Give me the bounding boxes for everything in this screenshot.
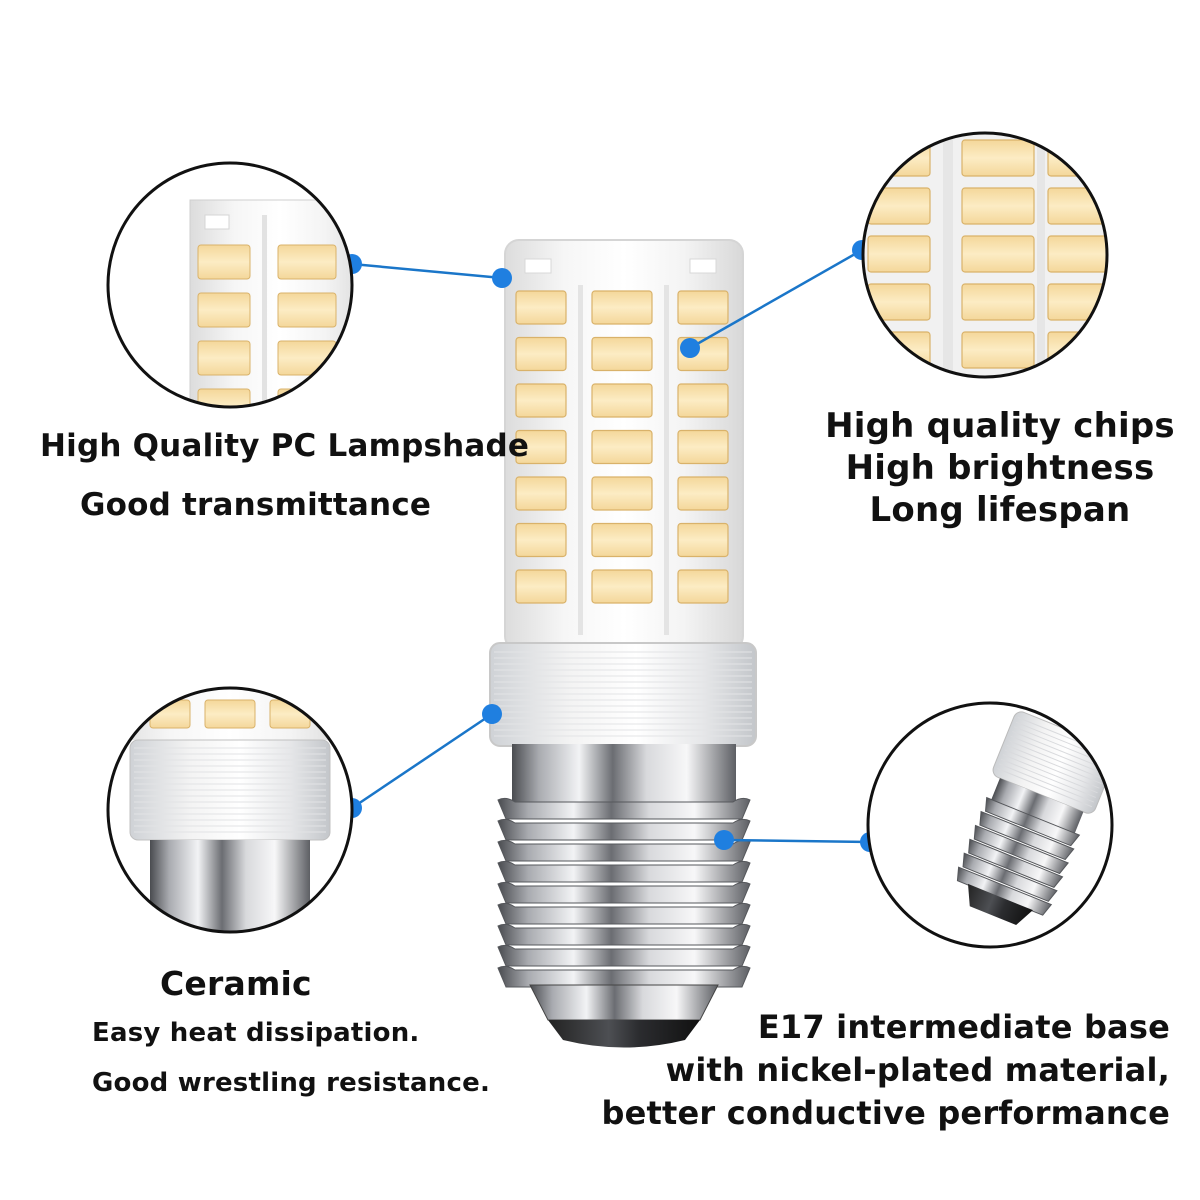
- chips-caption: High quality chips High brightness Long …: [820, 405, 1180, 531]
- led-chip: [515, 569, 567, 604]
- led-chip: [591, 476, 653, 511]
- led-chip: [515, 290, 567, 325]
- lampshade-title: High Quality PC Lampshade: [40, 428, 530, 464]
- chips-line-3: Long lifespan: [869, 490, 1131, 530]
- led-chip: [515, 429, 567, 465]
- ceramic-title: Ceramic: [160, 964, 312, 1003]
- led-chip: [591, 336, 653, 372]
- base-line-2: with nickel-plated material,: [665, 1051, 1170, 1089]
- lampshade-zoom-circle: [106, 161, 354, 409]
- chips-line-2: High brightness: [845, 448, 1155, 488]
- led-chip: [515, 522, 567, 558]
- base-zoom-circle: [866, 701, 1114, 949]
- led-chip: [591, 290, 653, 325]
- led-chip: [677, 522, 729, 558]
- callout-dot-icon: [680, 338, 700, 358]
- lampshade-subtitle: Good transmittance: [80, 487, 432, 523]
- led-chip: [677, 429, 729, 465]
- callout-lines: [351, 248, 871, 844]
- led-bulb: [489, 239, 757, 1048]
- ceramic-zoom-circle: [106, 686, 354, 934]
- led-chip: [591, 429, 653, 465]
- base-line-3: better conductive performance: [601, 1094, 1170, 1132]
- led-chip: [591, 569, 653, 604]
- led-chip: [677, 383, 729, 418]
- led-chip-grid: [515, 285, 729, 635]
- e17-screw-base: [497, 744, 751, 1048]
- chips-line-1: High quality chips: [825, 406, 1175, 446]
- ceramic-line-1: Easy heat dissipation.: [92, 1018, 420, 1048]
- led-chip: [677, 476, 729, 511]
- led-chip: [515, 383, 567, 418]
- callout-dot-icon: [482, 704, 502, 724]
- ceramic-line-2: Good wrestling resistance.: [92, 1068, 491, 1098]
- led-chip: [677, 290, 729, 325]
- led-chip: [591, 383, 653, 418]
- led-chip: [515, 476, 567, 511]
- base-contact-tip: [548, 1020, 700, 1048]
- base-line-1: E17 intermediate base: [757, 1008, 1170, 1046]
- led-chip: [515, 336, 567, 372]
- led-chip: [591, 522, 653, 558]
- chips-zoom-circle: [861, 131, 1109, 379]
- callout-dot-icon: [714, 830, 734, 850]
- led-chip: [677, 569, 729, 604]
- callout-dot-icon: [492, 268, 512, 288]
